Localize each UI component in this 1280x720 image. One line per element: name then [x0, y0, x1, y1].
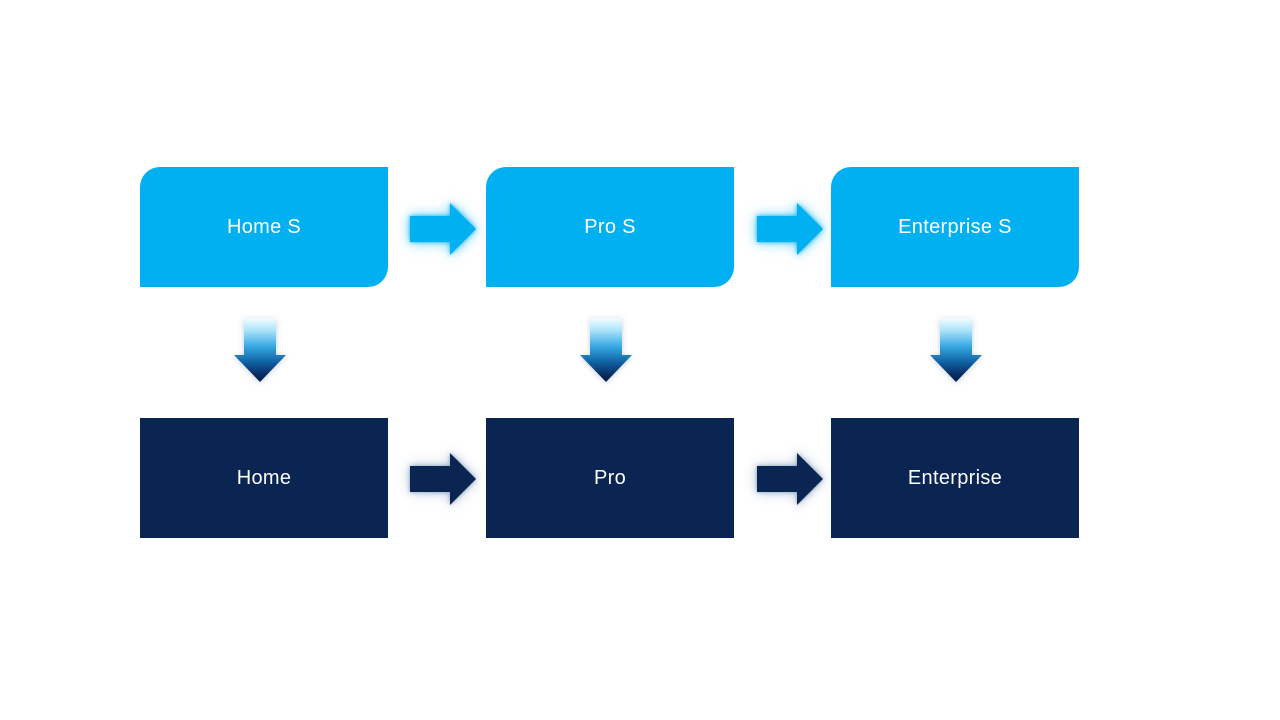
node-label: Enterprise S: [898, 215, 1012, 238]
node-label: Pro: [593, 466, 627, 489]
node-label: Pro S: [584, 215, 636, 238]
right-arrow-icon: [757, 203, 823, 255]
node-home: Home: [140, 418, 388, 538]
node-enterprise: Enterprise: [831, 418, 1079, 538]
down-arrow-icon: [580, 318, 632, 382]
right-arrow-icon: [757, 453, 823, 505]
node-label: Home S: [226, 215, 302, 238]
node-label: Home: [236, 466, 292, 489]
down-arrow-icon: [234, 318, 286, 382]
right-arrow-icon: [410, 203, 476, 255]
node-label: Enterprise: [907, 466, 1003, 489]
node-pro-s: Pro S: [486, 167, 734, 287]
node-pro: Pro: [486, 418, 734, 538]
node-home-s: Home S: [140, 167, 388, 287]
node-enterprise-s: Enterprise S: [831, 167, 1079, 287]
down-arrow-icon: [930, 318, 982, 382]
right-arrow-icon: [410, 453, 476, 505]
